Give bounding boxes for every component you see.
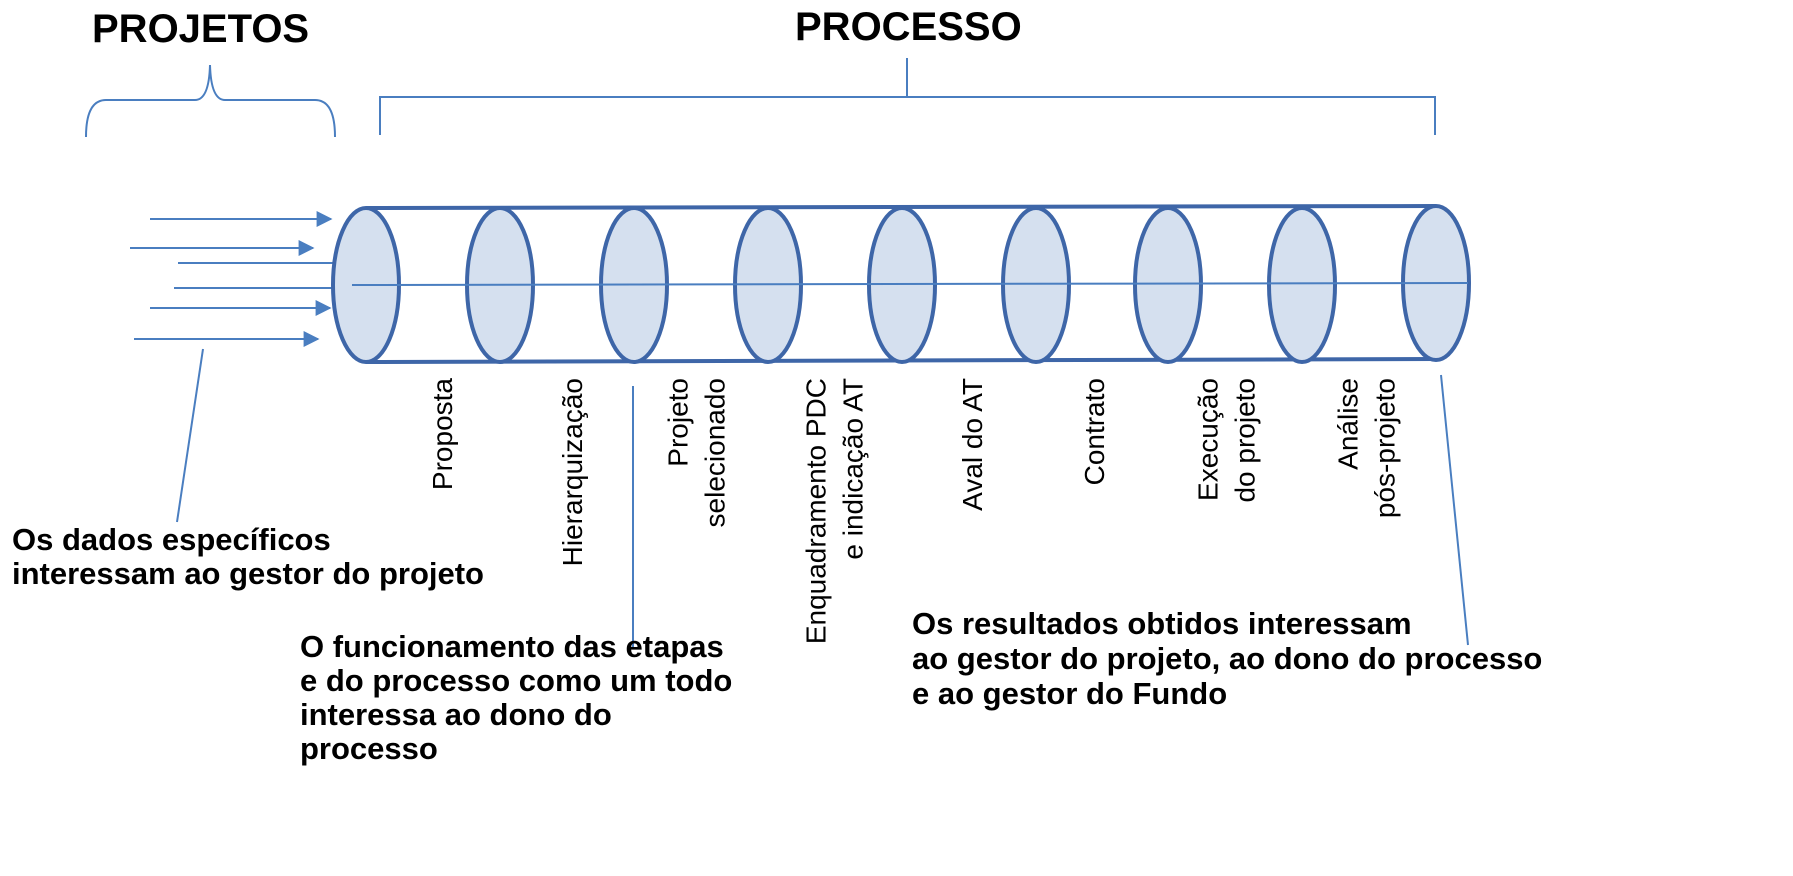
stage-label-line: Execução — [1193, 378, 1224, 501]
note-line: interessam ao gestor do projeto — [12, 556, 484, 591]
stage-label-line: Aval do AT — [957, 378, 988, 511]
stage-label-line: Análise — [1333, 378, 1364, 470]
results-leader-line — [1440, 374, 1469, 646]
stage-label: Contrato — [1079, 378, 1110, 485]
pipe-center-line — [351, 282, 1469, 286]
stage-label-line: pós-projeto — [1370, 378, 1401, 518]
projects-leader-line — [176, 348, 204, 523]
note-line: ao gestor do projeto, ao dono do process… — [912, 641, 1542, 676]
stage-label-line: Proposta — [427, 378, 458, 490]
note-line: O funcionamento das etapas — [300, 629, 724, 664]
stage-label-line: selecionado — [700, 378, 731, 527]
stage-label: Aval do AT — [957, 378, 988, 511]
note-line: e do processo como um todo — [300, 663, 732, 698]
stage-label-line: do projeto — [1230, 378, 1261, 503]
stage-label-line: Contrato — [1079, 378, 1110, 485]
stage-disc — [1133, 206, 1203, 364]
stage-disc — [1001, 206, 1071, 364]
note-line: e ao gestor do Fundo — [912, 676, 1227, 711]
stage-label: Hierarquização — [557, 378, 588, 566]
note-line: interessa ao dono do — [300, 697, 612, 732]
heading-projetos: PROJETOS — [92, 7, 309, 51]
projects-brace — [85, 64, 336, 138]
stage-label-line: Hierarquização — [557, 378, 588, 566]
stage-disc — [1267, 206, 1337, 364]
incoming-data-arrows — [130, 211, 360, 347]
process-bracket — [379, 58, 1436, 135]
note-line: processo — [300, 731, 438, 766]
note-line: Os resultados obtidos interessam — [912, 606, 1412, 641]
heading-processo: PROCESSO — [795, 5, 1022, 49]
stage-label-line: Projeto — [663, 378, 694, 467]
stage-label-line: e indicação AT — [838, 378, 869, 560]
stage-label-line: Enquadramento PDC — [801, 378, 832, 644]
stage-label: Proposta — [427, 378, 458, 490]
note-line: Os dados específicos — [12, 522, 331, 557]
